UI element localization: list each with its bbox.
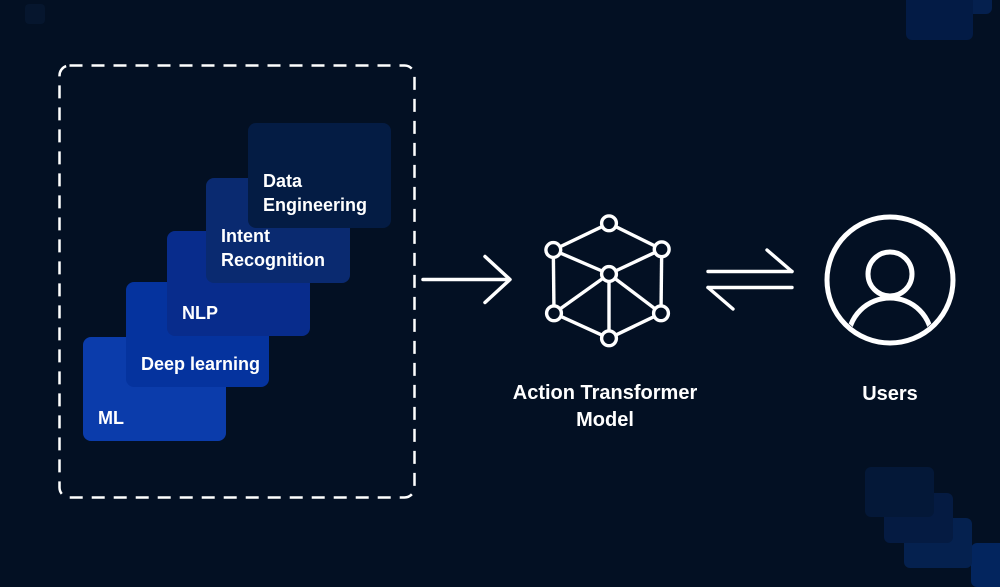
card-label: NLP xyxy=(182,303,218,323)
dashed-boundary-box xyxy=(58,64,416,499)
exchange-arrows-icon xyxy=(706,248,794,311)
card-label: Intent Recognition xyxy=(221,226,325,270)
user-circle-icon xyxy=(824,214,956,346)
right-arrow-icon xyxy=(421,254,512,305)
card-label: Data Engineering xyxy=(263,171,368,215)
users-label: Users xyxy=(862,383,918,405)
decor-square-top-left xyxy=(25,4,45,24)
cube-network-icon xyxy=(544,214,671,348)
decor-square-top-right-front xyxy=(906,0,973,40)
card-label: Deep learning xyxy=(141,354,261,374)
card-label: ML xyxy=(98,408,124,428)
decor-square-bottom-right-1 xyxy=(865,467,934,517)
decor-square-bottom-right-4 xyxy=(971,543,1000,587)
model-label: Action Transformer Model xyxy=(512,382,698,431)
card-data-engineering: Data Engineering xyxy=(248,123,391,228)
